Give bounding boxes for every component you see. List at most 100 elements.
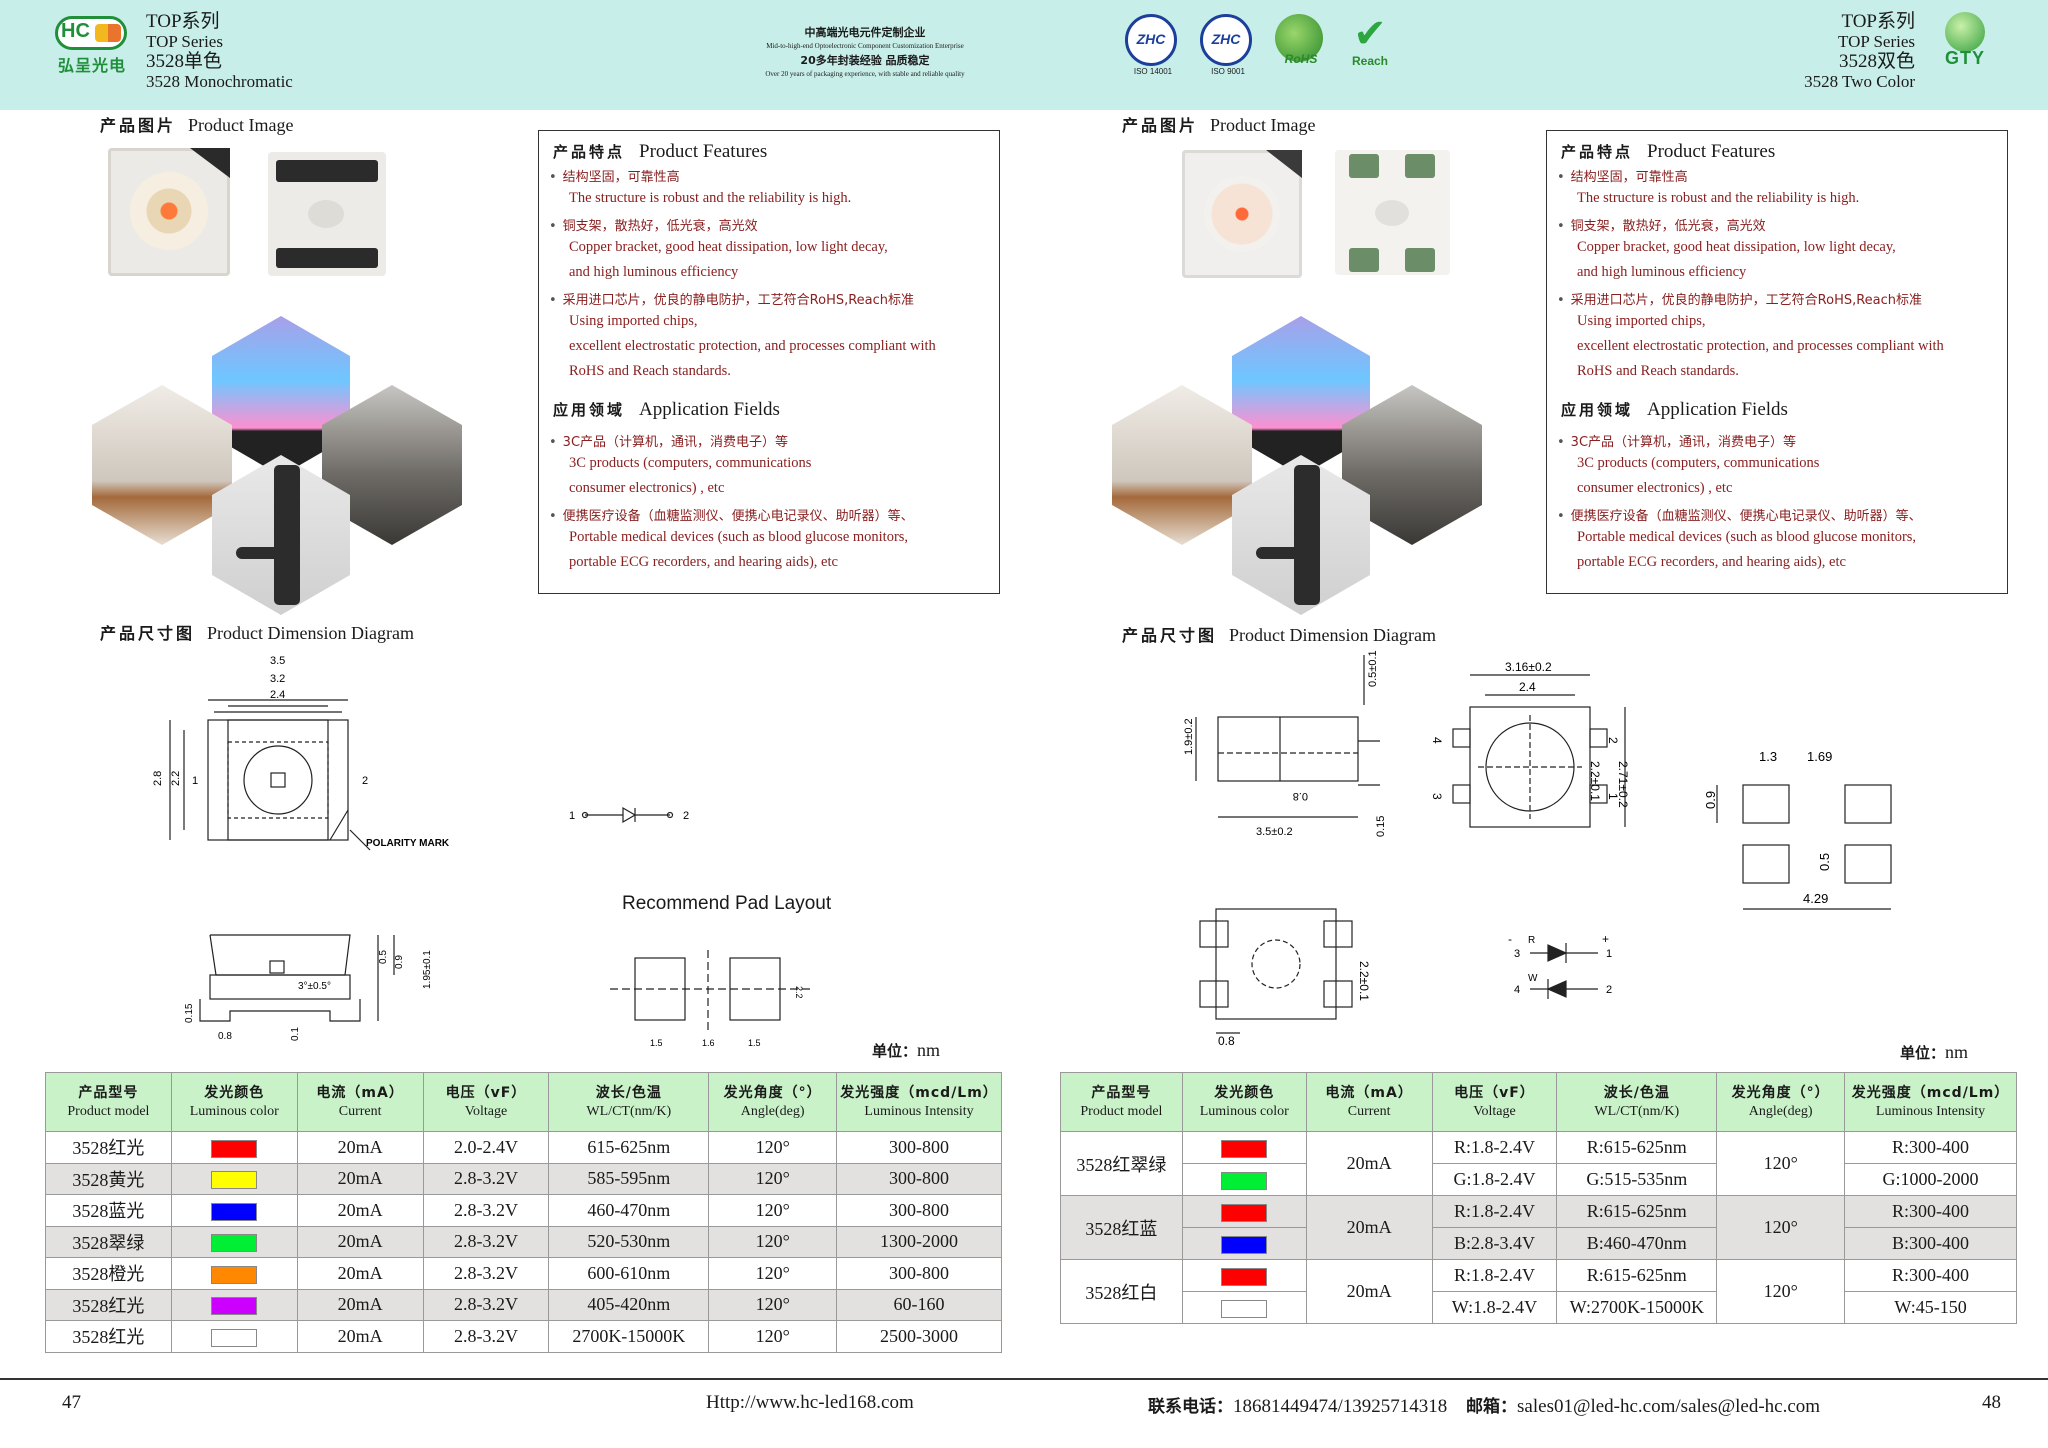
table-header-cell: 电流（mA）Current xyxy=(296,1072,424,1132)
intensity-cell: R:300-400 xyxy=(1844,1131,2017,1164)
color-cell xyxy=(170,1288,298,1321)
color-swatch xyxy=(211,1234,258,1253)
model-cell: 3528红光 xyxy=(45,1288,172,1321)
diode-pin-3-r: 3 xyxy=(1514,948,1520,960)
diode-pin-4-r: 4 xyxy=(1514,984,1520,996)
wl-cell: R:615-625nm xyxy=(1556,1259,1718,1292)
table-header-cell: 发光强度（mcd/Lm）Luminous Intensity xyxy=(836,1072,1002,1132)
pin-3: 3 xyxy=(1430,793,1444,800)
application-bullet: 便携医疗设备（血糖监测仪、便携心电记录仪、助听器）等、 xyxy=(1557,505,1922,524)
voltage-cell: 2.8-3.2V xyxy=(422,1225,550,1258)
application-bullet: 3C产品（计算机，通讯，消费电子）等 xyxy=(1557,431,1796,450)
left-unit-label: 单位：nm xyxy=(872,1040,941,1060)
dim-1-69: 1.69 xyxy=(1807,749,1832,764)
angle-cell: 120° xyxy=(1716,1195,1846,1260)
company-slogan: 中高端光电元件定制企业 Mid-to-high-end Optoelectron… xyxy=(765,26,965,78)
dim-2-4-r: 2.4 xyxy=(1519,680,1536,694)
voltage-cell: 2.8-3.2V xyxy=(422,1194,550,1227)
left-series-info: TOP系列 TOP Series 3528单色 3528 Monochromat… xyxy=(146,11,293,92)
dim-0-9-r: 0.9 xyxy=(1703,791,1718,809)
intensity-cell: 300-800 xyxy=(836,1162,1002,1195)
color-cell xyxy=(170,1225,298,1258)
voltage-cell: 2.8-3.2V xyxy=(422,1320,550,1353)
dim-1-9-tol: 1.9±0.2 xyxy=(1183,718,1195,755)
dim-0-5: 0.5 xyxy=(378,950,389,964)
dim-1-3: 1.3 xyxy=(1759,749,1777,764)
two-color-chip-front-image xyxy=(1182,150,1302,278)
diode-pin-2: 2 xyxy=(683,810,689,822)
left-dimension-drawing: 3.5 3.2 2.4 2.8 2.2 1 2 POLARITY MARK xyxy=(152,655,450,851)
current-cell: 20mA xyxy=(296,1320,424,1353)
angle-cell: 120° xyxy=(1716,1131,1846,1196)
dim-2-4: 2.4 xyxy=(270,689,285,701)
pad-dim-3: 1.5 xyxy=(748,1038,761,1048)
voltage-cell: 2.8-3.2V xyxy=(422,1288,550,1321)
right-series-info: TOP系列 TOP Series 3528双色 3528 Two Color xyxy=(1804,11,1915,92)
right-side-dimension-drawing: 0.5±0.1 1.9±0.2 0.8 3.5±0.2 0.15 xyxy=(1183,650,1387,838)
footer-divider xyxy=(0,1378,2048,1380)
color-cell xyxy=(1181,1131,1307,1164)
color-swatch xyxy=(1221,1171,1268,1190)
color-swatch xyxy=(211,1265,258,1284)
pad-layout-drawing: 1.5 1.6 1.5 2.2 xyxy=(610,950,810,1048)
color-cell xyxy=(1181,1195,1307,1228)
intensity-cell: 300-800 xyxy=(836,1194,1002,1227)
color-swatch xyxy=(1221,1267,1268,1286)
brand-name: 弘呈光电 xyxy=(58,56,127,75)
model-cell: 3528翠绿 xyxy=(45,1225,172,1258)
voltage-cell: R:1.8-2.4V xyxy=(1431,1131,1558,1164)
reach-check-icon: ✔Reach xyxy=(1351,11,1389,68)
dim-0-15-r: 0.15 xyxy=(1375,816,1387,837)
wl-cell: 520-530nm xyxy=(548,1225,710,1258)
angle-cell: 120° xyxy=(708,1320,838,1353)
diode-minus: - xyxy=(1508,932,1512,946)
model-cell: 3528橙光 xyxy=(45,1257,172,1290)
wl-cell: R:615-625nm xyxy=(1556,1195,1718,1228)
feature-text: excellent electrostatic protection, and … xyxy=(1577,338,1944,354)
feature-text: excellent electrostatic protection, and … xyxy=(569,338,936,354)
current-cell: 20mA xyxy=(1305,1131,1433,1196)
diode-w-label: W xyxy=(1528,973,1538,984)
website-link[interactable]: Http://www.hc-led168.com xyxy=(706,1392,914,1413)
feature-text: and high luminous efficiency xyxy=(569,264,739,280)
right-pad-layout-drawing: 1.3 1.69 0.9 0.5 4.29 xyxy=(1703,749,1892,910)
dim-2-2-bottom: 2.2±0.1 xyxy=(1357,961,1371,1001)
feature-bullet: 铜支架，散热好，低光衰，高光效 xyxy=(1557,215,1766,234)
current-cell: 20mA xyxy=(1305,1195,1433,1260)
angle-cell: 120° xyxy=(708,1257,838,1290)
application-text: 3C products (computers, communications xyxy=(569,455,812,471)
feature-bullet: 铜支架，散热好，低光衰，高光效 xyxy=(549,215,758,234)
right-air-fryer-image xyxy=(1112,385,1252,545)
intensity-cell: 300-800 xyxy=(836,1257,1002,1290)
diode-pin-1: 1 xyxy=(569,810,575,822)
pin-2-label: 2 xyxy=(362,775,368,787)
feature-text: Using imported chips, xyxy=(569,313,698,329)
polarity-mark-label: POLARITY MARK xyxy=(366,838,450,849)
model-cell: 3528红白 xyxy=(1060,1259,1183,1324)
table-header-cell: 发光角度（°）Angle(deg) xyxy=(1716,1072,1846,1132)
iso-9001-badge-icon: ZHC ISO 9001 xyxy=(1200,14,1256,76)
table-header-cell: 电流（mA）Current xyxy=(1305,1072,1433,1132)
color-swatch xyxy=(211,1139,258,1158)
application-text: portable ECG recorders, and hearing aids… xyxy=(1577,554,1846,570)
wl-cell: 405-420nm xyxy=(548,1288,710,1321)
wl-cell: 460-470nm xyxy=(548,1194,710,1227)
dim-3-16: 3.16±0.2 xyxy=(1505,660,1552,674)
color-cell xyxy=(1181,1163,1307,1196)
